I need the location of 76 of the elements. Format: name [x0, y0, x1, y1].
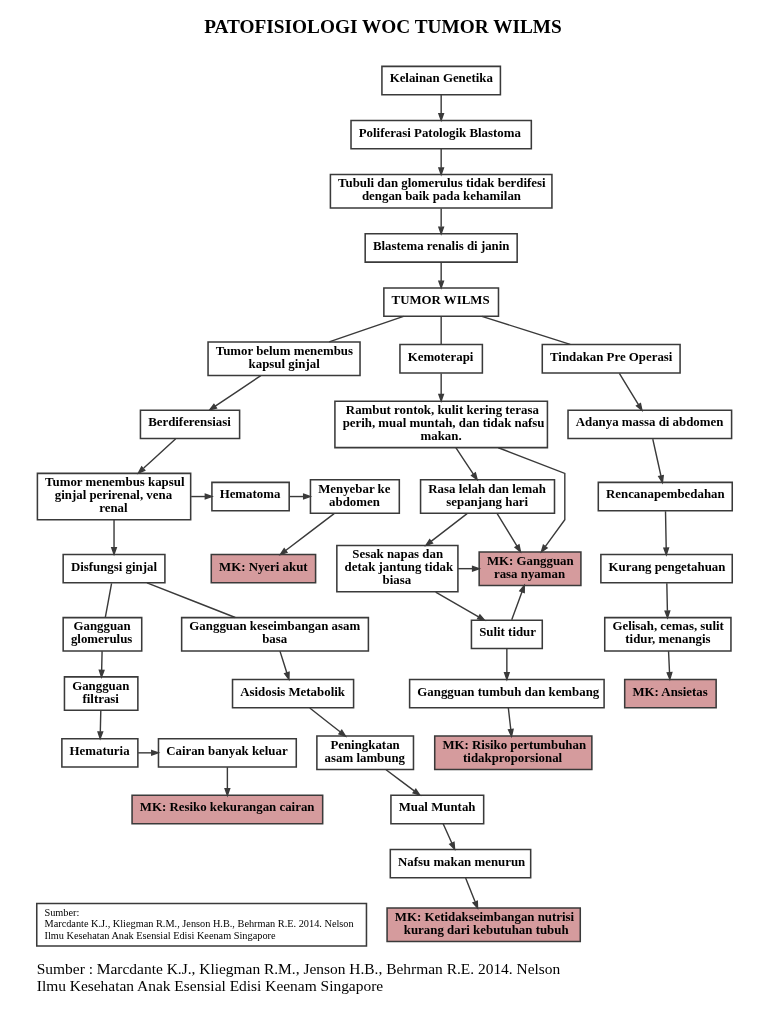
node-box: Nafsu makan menurun	[389, 848, 531, 879]
arrow	[423, 512, 468, 547]
node-box: Rambut rontok, kulit kering terasa perih, mual muntah, dan tidak nafsu makan.	[333, 400, 548, 449]
node-box: Kemoterapi	[398, 343, 483, 374]
node-box: Tumor menembus kapsul ginjal perirenal, vena renal	[36, 472, 191, 521]
arrow	[308, 707, 347, 738]
node-box: Gelisah, cemas, sulit tidur, menangis	[603, 616, 732, 652]
node-box: Gangguan filtrasi	[63, 676, 139, 712]
node-box: Menyebar ke abdomen	[309, 479, 400, 515]
node-box: Asidosis Metabolik	[231, 678, 354, 709]
node-box: Hematoma	[210, 481, 290, 512]
arrow	[96, 709, 104, 741]
arrow	[384, 769, 421, 797]
node-box: MK: Ansietas	[623, 678, 717, 709]
connector	[480, 315, 571, 346]
node-box: Gangguan tumbuh dan kembang	[408, 678, 605, 709]
arrow	[618, 372, 643, 413]
arrow	[437, 372, 444, 403]
arrow	[136, 438, 176, 475]
arrow	[110, 519, 117, 557]
node-box: Tindakan Pre Operasi	[541, 343, 681, 374]
diagram-title: PATOFISIOLOGI WOC TUMOR WILMS	[203, 15, 562, 37]
node-box: MK: Risiko pertumbuhan tidakproporsional	[433, 735, 593, 771]
arrow	[497, 447, 565, 554]
node-box: Sulit tidur	[470, 619, 543, 650]
node-box: Hematuria	[60, 737, 139, 768]
arrow	[464, 877, 478, 911]
arrow	[503, 648, 510, 682]
node-box: Gangguan glomerulus	[61, 616, 142, 652]
arrow	[223, 766, 231, 798]
arrow	[437, 148, 444, 177]
node-box: Sumber: Marcdante K.J., Kliegman R.M., Jenson H.B., Behrman R.E. 2014. Nelson Ilmu Kesehatan Anak Esensial Edisi Keenam Singapore	[35, 902, 367, 947]
node-box: Peningkatan asam lambung	[315, 735, 414, 771]
arrow	[437, 261, 444, 290]
node-box: Poliferasi Patologik Blastoma	[349, 119, 532, 150]
arrow	[663, 582, 671, 620]
node-box: Disfungsi ginjal	[61, 553, 166, 584]
node-box: Cairan banyak keluar	[157, 737, 297, 768]
node-box: Mual Muntah	[389, 794, 484, 825]
node-box: MK: Resiko kekurangan cairan	[130, 794, 323, 825]
node-box: MK: Ketidakseimbangan nutrisi kurang dari kebutuhan tubuh	[385, 907, 581, 943]
arrow	[651, 438, 664, 485]
arrow	[207, 374, 261, 412]
node-box: Tubuli dan glomerulus tidak berdifesi dengan baik pada kehamilan	[329, 173, 553, 209]
arrow	[665, 650, 673, 682]
node-box: Sesak napas dan detak jantung tidak biasa	[335, 544, 459, 593]
arrow	[278, 512, 335, 556]
arrow	[510, 583, 525, 621]
arrow	[136, 749, 160, 757]
arrow	[662, 510, 669, 557]
arrow	[507, 707, 514, 739]
connector	[328, 315, 404, 343]
caption: Sumber : Marcdante K.J., Kliegman R.M., Jenson H.B., Behrman R.E. 2014. Nelson Ilmu Kesehatan Anak Esensial Edisi Keenam Singapore	[36, 959, 560, 994]
node-box: MK: Gangguan rasa nyaman	[477, 551, 582, 587]
node-box: TUMOR WILMS	[382, 287, 499, 317]
node-box: Berdiferensiasi	[139, 409, 240, 440]
arrow	[437, 94, 444, 123]
arrow	[278, 650, 290, 682]
node-box: Tumor belum menembus kapsul ginjal	[206, 341, 361, 377]
arrow	[495, 512, 522, 554]
connector	[439, 315, 442, 346]
node-box: Blastema renalis di janin	[363, 233, 518, 263]
arrow	[97, 650, 105, 679]
connector	[104, 582, 112, 619]
connector	[145, 582, 236, 619]
arrow	[454, 447, 478, 482]
node-box: MK: Nyeri akut	[210, 553, 316, 584]
arrow	[437, 207, 444, 236]
node-box: Kurang pengetahuan	[599, 553, 733, 584]
node-box: Rencanapembedahan	[597, 481, 733, 512]
node-box: Adanya massa di abdomen	[566, 409, 732, 440]
node-box: Rasa lelah dan lemah sepanjang hari	[419, 479, 555, 515]
node-box: Kelainan Genetika	[380, 65, 501, 96]
arrow	[441, 823, 455, 852]
node-box: Gangguan keseimbangan asam basa	[180, 616, 369, 652]
arrow	[434, 591, 486, 622]
